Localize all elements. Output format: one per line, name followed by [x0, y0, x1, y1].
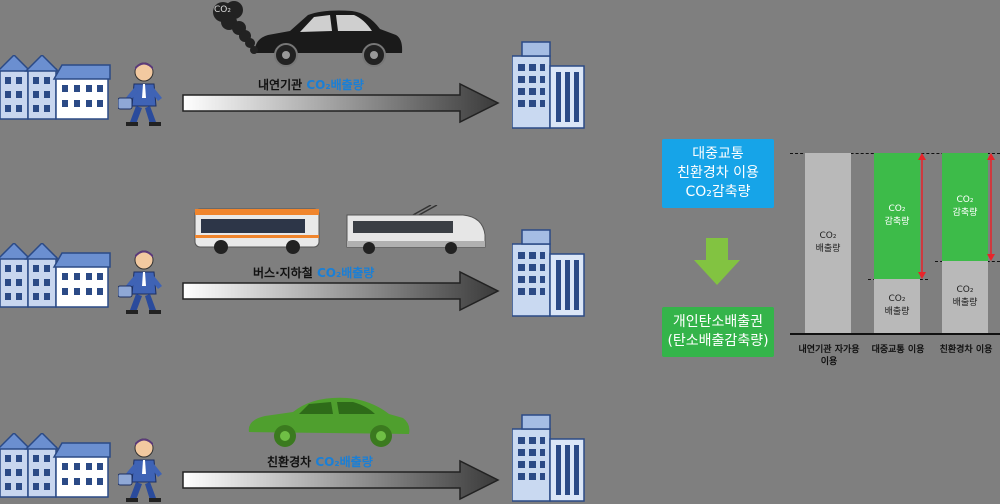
- houses-2: [0, 243, 111, 308]
- bar-eco-reduction: CO₂ 감축량: [942, 153, 988, 261]
- bar-label-line: CO₂: [956, 285, 974, 295]
- arrow-3: [182, 459, 500, 501]
- axis-label-transit: 대중교통 이용: [864, 344, 932, 356]
- smoke-cloud: [213, 1, 258, 54]
- bar-label-line: 배출량: [884, 307, 910, 317]
- axis-label-combustion: 내연기관 자가용 이용: [788, 344, 870, 368]
- reduction-arrow-3: [987, 153, 995, 261]
- bar-label-line: 감축량: [884, 217, 910, 227]
- reduction-box-line: 친환경차 이용: [677, 165, 759, 181]
- commuter-3: [118, 438, 163, 503]
- bar-transit-reduction: CO₂ 감축량: [874, 153, 920, 279]
- reduction-arrow-2: [918, 153, 926, 279]
- smoke-co2-label: CO₂: [214, 5, 231, 15]
- reduction-box-line: CO₂감축량: [685, 184, 751, 200]
- eco-car: [248, 397, 410, 447]
- bar-label-line: CO₂: [888, 204, 906, 214]
- reduction-box: 대중교통 친환경차 이용 CO₂감축량: [662, 139, 774, 208]
- combustion-car: [254, 10, 403, 67]
- building-2: [512, 229, 585, 317]
- bar-label-line: 감축량: [952, 208, 978, 218]
- chart-baseline: [790, 333, 1000, 335]
- route-label-2: 버스·지하철 CO₂배출량: [253, 264, 374, 281]
- houses-3: [0, 433, 111, 498]
- bar-label-line: CO₂: [819, 231, 837, 241]
- bar-label-line: CO₂: [956, 195, 974, 205]
- route-label-prefix: 내연기관: [258, 78, 307, 92]
- building-3: [512, 414, 585, 502]
- trolleybus-icon: [346, 205, 486, 254]
- route-label-1: 내연기관 CO₂배출량: [258, 76, 364, 93]
- bar-label-line: 배출량: [952, 298, 978, 308]
- credit-box-line: 개인탄소배출권: [672, 314, 764, 330]
- bar-label-line: CO₂: [888, 294, 906, 304]
- route-label-3: 친환경차 CO₂배출량: [267, 453, 373, 470]
- axis-label-eco: 친환경차 이용: [932, 344, 1000, 356]
- bus-icon: [194, 208, 320, 254]
- houses-1: [0, 55, 111, 120]
- commuter-2: [118, 250, 163, 315]
- arrow-1: [182, 82, 500, 124]
- axis-label-line: 이용: [820, 357, 838, 367]
- bar-eco-emission: CO₂ 배출량: [942, 261, 988, 333]
- route-label-co2: CO₂배출량: [315, 455, 373, 469]
- route-label-co2: CO₂배출량: [306, 78, 364, 92]
- building-1: [512, 41, 585, 129]
- down-arrow-icon: [694, 238, 740, 285]
- route-label-co2: CO₂배출량: [316, 266, 375, 280]
- axis-label-line: 내연기관 자가용: [798, 345, 860, 355]
- reduction-box-line: 대중교통: [692, 146, 744, 162]
- commuter-1: [118, 62, 163, 127]
- route-label-prefix: 친환경차: [267, 455, 316, 469]
- credit-box-line: (탄소배출감축량): [667, 333, 769, 349]
- axis-label-line: 친환경차 이용: [939, 345, 993, 355]
- arrow-2: [182, 270, 500, 312]
- bar-label-line: 배출량: [815, 244, 841, 254]
- credit-box: 개인탄소배출권 (탄소배출감축량): [662, 307, 774, 357]
- bar-combustion: CO₂ 배출량: [805, 153, 851, 333]
- axis-label-line: 대중교통 이용: [871, 345, 925, 355]
- route-label-prefix: 버스·지하철: [253, 266, 317, 280]
- bar-transit-emission: CO₂ 배출량: [874, 279, 920, 333]
